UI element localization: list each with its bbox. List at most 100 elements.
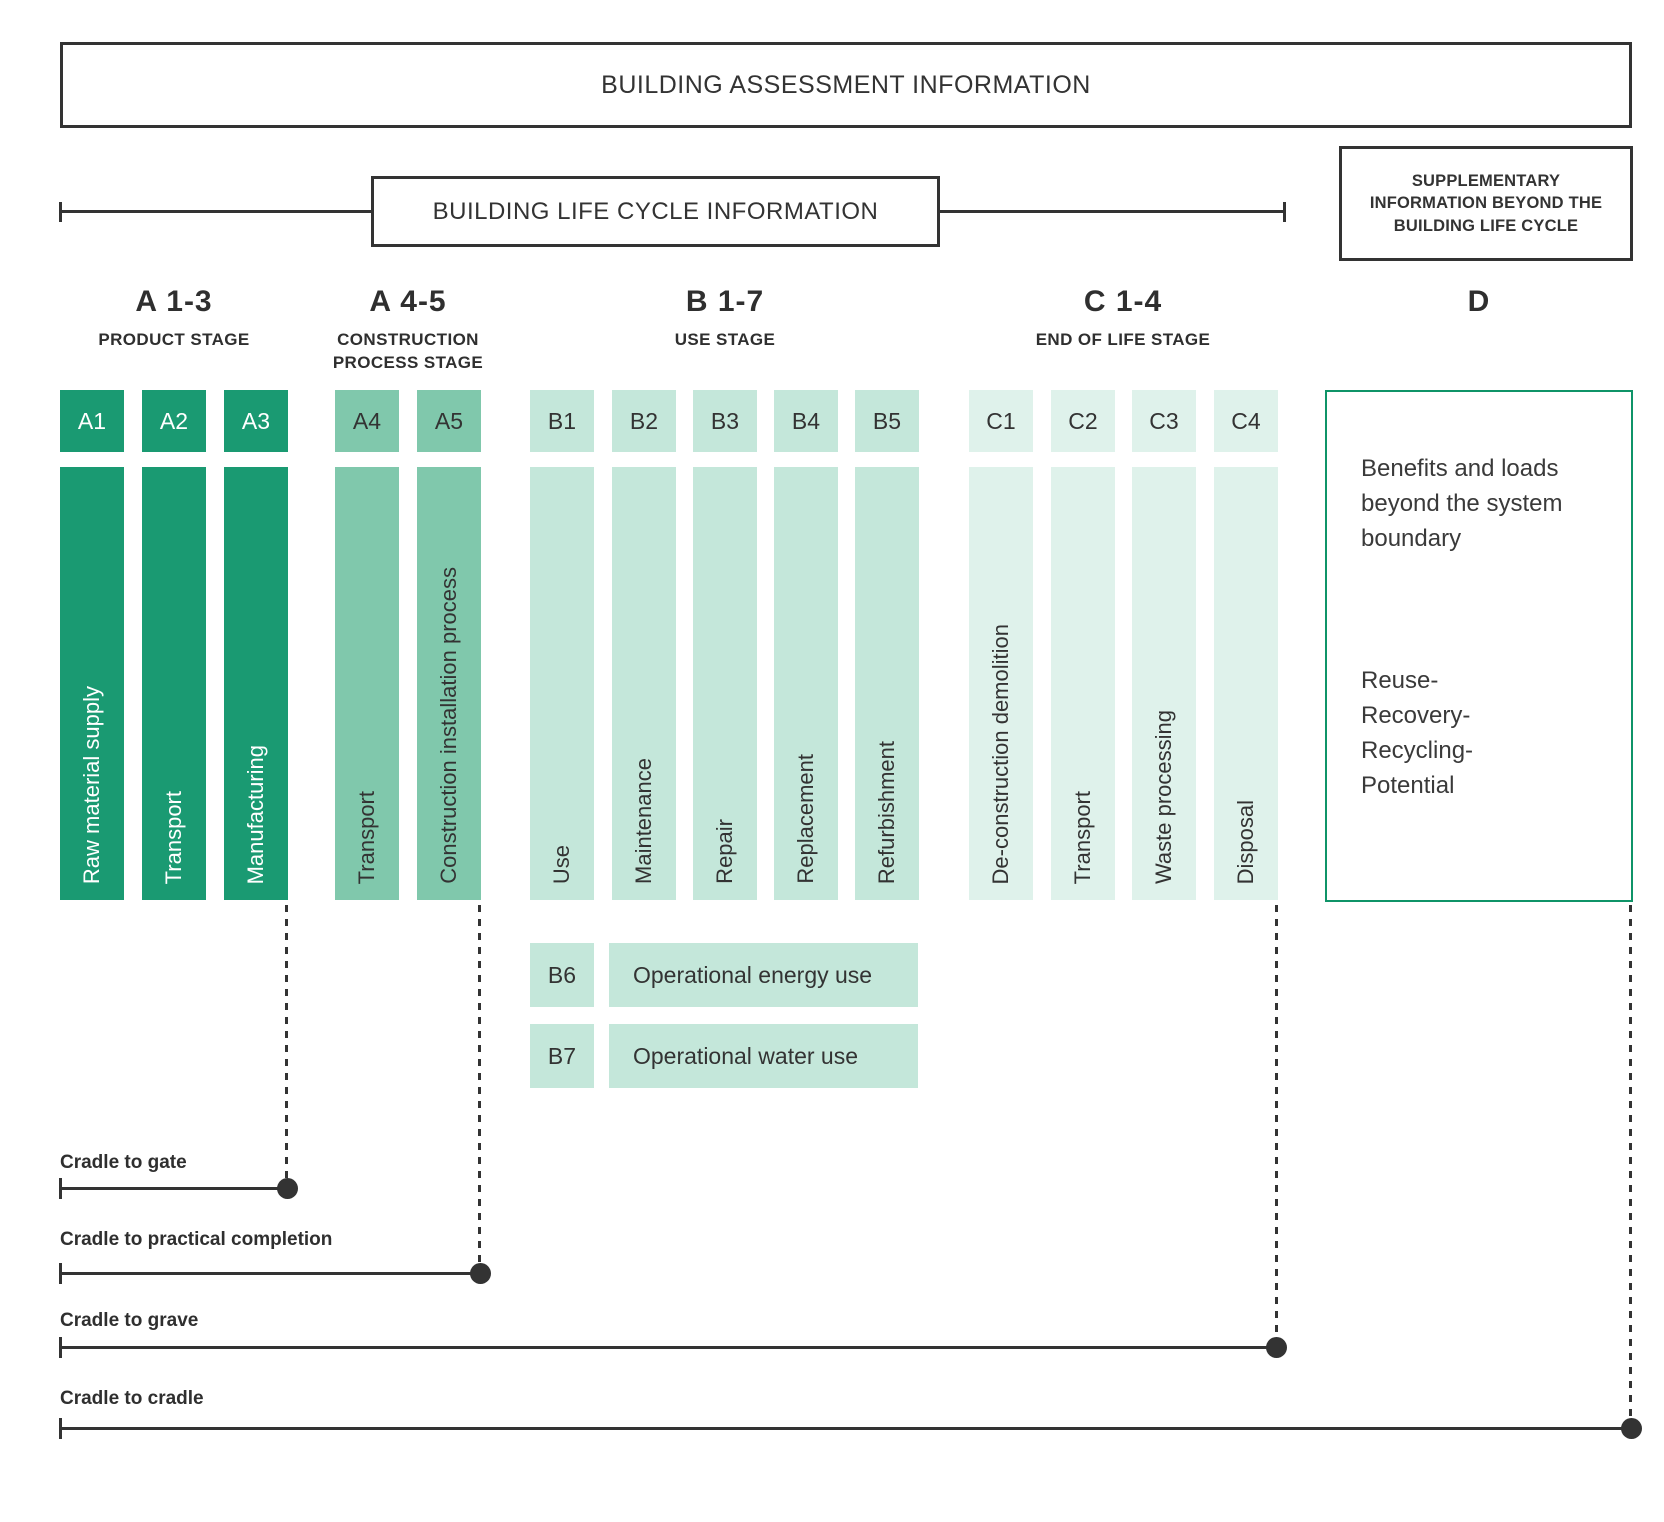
module-column-c3: C3 Waste processing — [1132, 390, 1196, 900]
stage-header-a1-3: A 1-3 PRODUCT STAGE — [24, 285, 324, 352]
bracket-line-right — [940, 210, 1285, 213]
boundary-label-cradle-to-practical-completion: Cradle to practical completion — [60, 1229, 333, 1250]
module-label: Transport — [354, 790, 379, 884]
module-body: Repair — [693, 467, 757, 900]
module-label: Refurbishment — [874, 740, 899, 884]
dropline-d — [1629, 905, 1632, 1418]
module-code: B1 — [530, 390, 594, 452]
module-column-b5: B5 Refurbishment — [855, 390, 919, 900]
module-code: A3 — [224, 390, 288, 452]
stage-name: USE STAGE — [674, 330, 776, 349]
module-code: B5 — [855, 390, 919, 452]
module-label: Raw material supply — [79, 685, 104, 884]
module-body: Raw material supply — [60, 467, 124, 900]
module-label: Manufacturing — [243, 744, 268, 884]
module-column-b1: B1 Use — [530, 390, 594, 900]
boundary-end-dot — [470, 1263, 491, 1284]
module-code: C3 — [1132, 390, 1196, 452]
module-body: Replacement — [774, 467, 838, 900]
module-label: Transport — [1070, 790, 1095, 884]
supplementary-label: SUPPLEMENTARY INFORMATION BEYOND THE BUI… — [1369, 172, 1603, 235]
stage-header-a4-5: A 4-5 CONSTRUCTION PROCESS STAGE — [308, 285, 508, 375]
d-benefits-text: Benefits and loads beyond the system bou… — [1361, 455, 1563, 552]
stage-header-d: D — [1329, 285, 1629, 319]
dropline-c4 — [1275, 905, 1278, 1337]
module-column-a4: A4 Transport — [335, 390, 399, 900]
stage-range: C 1-4 — [1083, 285, 1163, 318]
module-column-b3: B3 Repair — [693, 390, 757, 900]
module-body: Refurbishment — [855, 467, 919, 900]
module-body: Transport — [142, 467, 206, 900]
boundary-line-cradle-to-practical-completion — [60, 1272, 481, 1275]
module-code: A4 — [335, 390, 399, 452]
module-body: Disposal — [1214, 467, 1278, 900]
module-body: De-construction demolition — [969, 467, 1033, 900]
boundary-label-cradle-to-cradle: Cradle to cradle — [60, 1388, 204, 1409]
boundary-end-dot — [1266, 1337, 1287, 1358]
module-body: Use — [530, 467, 594, 900]
life-cycle-label: BUILDING LIFE CYCLE INFORMATION — [432, 197, 879, 225]
module-body: Transport — [1051, 467, 1115, 900]
module-column-b4: B4 Replacement — [774, 390, 838, 900]
module-code: A5 — [417, 390, 481, 452]
module-label: Replacement — [793, 754, 818, 884]
module-code-b6: B6 — [530, 943, 594, 1007]
boundary-end-dot — [1621, 1418, 1642, 1439]
boundary-line-cradle-to-grave — [60, 1346, 1281, 1349]
stage-name: PRODUCT STAGE — [98, 330, 250, 349]
module-code: C4 — [1214, 390, 1278, 452]
module-label: Disposal — [1233, 799, 1258, 884]
dropline-a5 — [478, 905, 481, 1263]
stage-range: A 4-5 — [369, 285, 447, 318]
module-label: Repair — [712, 819, 737, 884]
module-body: Maintenance — [612, 467, 676, 900]
stage-name: END OF LIFE STAGE — [1035, 330, 1211, 349]
diagram-title: BUILDING ASSESSMENT INFORMATION — [601, 70, 1091, 99]
stage-header-c1-4: C 1-4 END OF LIFE STAGE — [973, 285, 1273, 352]
module-code: B2 — [612, 390, 676, 452]
module-label-b7: Operational water use — [609, 1024, 918, 1088]
module-body: Waste processing — [1132, 467, 1196, 900]
building-life-cycle-info-box: BUILDING LIFE CYCLE INFORMATION — [371, 176, 940, 247]
module-code-b7: B7 — [530, 1024, 594, 1088]
module-d-box: Benefits and loads beyond the system bou… — [1325, 390, 1633, 902]
boundary-end-dot — [277, 1178, 298, 1199]
stage-range: D — [1467, 285, 1491, 318]
module-column-c4: C4 Disposal — [1214, 390, 1278, 900]
module-column-a1: A1 Raw material supply — [60, 390, 124, 900]
stage-range: A 1-3 — [135, 285, 213, 318]
module-code: A2 — [142, 390, 206, 452]
module-label: Operational water use — [633, 1042, 859, 1069]
stage-header-b1-7: B 1-7 USE STAGE — [575, 285, 875, 352]
module-label-b6: Operational energy use — [609, 943, 918, 1007]
boundary-label-cradle-to-grave: Cradle to grave — [60, 1310, 199, 1331]
module-column-a5: A5 Construction installation process — [417, 390, 481, 900]
module-code: B3 — [693, 390, 757, 452]
module-label: De-construction demolition — [988, 623, 1013, 884]
module-label: Maintenance — [631, 758, 656, 884]
bracket-right-tick — [1283, 202, 1286, 222]
module-code: C2 — [1051, 390, 1115, 452]
boundary-label-cradle-to-gate: Cradle to gate — [60, 1152, 187, 1173]
module-column-c2: C2 Transport — [1051, 390, 1115, 900]
module-code: B4 — [774, 390, 838, 452]
boundary-line-cradle-to-cradle — [60, 1427, 1632, 1430]
module-body: Manufacturing — [224, 467, 288, 900]
module-column-a2: A2 Transport — [142, 390, 206, 900]
module-label: Operational energy use — [633, 961, 873, 988]
module-code: A1 — [60, 390, 124, 452]
module-label: Construction installation process — [436, 567, 461, 884]
module-column-c1: C1 De-construction demolition — [969, 390, 1033, 900]
module-column-b2: B2 Maintenance — [612, 390, 676, 900]
module-body: Construction installation process — [417, 467, 481, 900]
module-column-a3: A3 Manufacturing — [224, 390, 288, 900]
bracket-line-left — [60, 210, 371, 213]
module-label: Use — [549, 844, 574, 884]
d-reuse-text: Reuse- Recovery- Recycling- Potential — [1361, 667, 1474, 799]
supplementary-info-box: SUPPLEMENTARY INFORMATION BEYOND THE BUI… — [1339, 146, 1633, 261]
module-label: Transport — [161, 790, 186, 884]
module-body: Transport — [335, 467, 399, 900]
dropline-a3 — [285, 905, 288, 1178]
building-assessment-info-box: BUILDING ASSESSMENT INFORMATION — [60, 42, 1632, 128]
